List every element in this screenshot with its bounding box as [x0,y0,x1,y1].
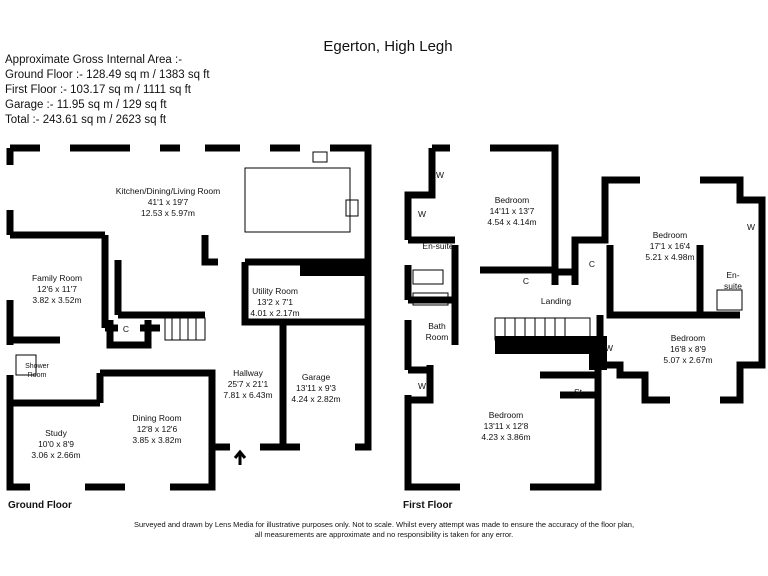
room-shower: Shower Room [25,362,49,380]
room-name: Study [45,428,67,438]
room-imperial: 14'11 x 13'7 [489,206,535,216]
room-imperial: 13'2 x 7'1 [257,297,293,307]
room-imperial: 17'1 x 16'4 [649,241,691,251]
room-name: Shower [25,363,49,370]
area-heading: Approximate Gross Internal Area :- [5,54,183,66]
room-ensuite-1: En-suite [422,241,453,252]
hob-icon [345,199,359,217]
ground-floor-label: Ground Floor [8,500,72,511]
room-cupboard-1: C [589,259,595,270]
sink-icon [312,151,328,163]
room-name: Room [27,372,47,379]
room-imperial: 13'11 x 12'8 [483,421,529,431]
room-landing: Landing [541,296,571,307]
room-metric: 12.53 x 5.97m [141,208,195,218]
room-metric: 4.54 x 4.14m [487,217,537,227]
room-name: suite [724,281,742,291]
stairs-icon [164,317,206,341]
room-bathroom: Bath Room [426,321,449,343]
room-name: En- [726,270,740,280]
room-kitchen: Kitchen/Dining/Living Room 41'1 x 19'7 1… [116,186,220,219]
room-cupboard-2: C [523,276,529,287]
room-metric: 3.85 x 3.82m [132,435,182,445]
room-name: C [588,259,596,269]
entrance-arrow-icon [233,449,247,465]
room-store: St [574,387,582,398]
room-name: Utility Room [252,286,298,296]
room-imperial: 41'1 x 19'7 [147,197,189,207]
ground-floor-fixtures [15,151,359,465]
room-dining: Dining Room 12'8 x 12'6 3.85 x 3.82m [132,413,181,446]
room-name: Family Room [31,273,83,283]
first-floor-label: First Floor [403,500,453,511]
room-name: Bath [428,321,446,331]
room-metric: 3.82 x 3.52m [32,295,82,305]
room-study: Study 10'0 x 8'9 3.06 x 2.66m [31,428,80,461]
bath-icon [412,292,449,306]
wardrobe-label: W [417,381,427,391]
room-imperial: 12'6 x 11'7 [37,284,77,294]
ground-floor-walls [6,144,372,491]
wardrobe-label: W [604,343,614,353]
stairs-icon [494,317,591,341]
room-metric: 5.07 x 2.67m [663,355,713,365]
room-imperial: 25'7 x 21'1 [227,379,269,389]
room-imperial: 13'11 x 9'3 [296,383,336,393]
area-garage: Garage :- 11.95 sq m / 129 sq ft [5,99,167,111]
room-bedroom-2: Bedroom 17'1 x 16'4 5.21 x 4.98m [645,230,694,263]
room-family: Family Room 12'6 x 11'7 3.82 x 3.52m [32,273,82,306]
disclaimer: Surveyed and drawn by Lens Media for ill… [0,520,768,540]
room-metric: 5.21 x 4.98m [645,252,695,262]
room-name: Hallway [233,368,263,378]
room-metric: 7.81 x 6.43m [223,390,273,400]
room-metric: 4.23 x 3.86m [481,432,531,442]
plan-title: Egerton, High Legh [323,38,453,55]
room-bedroom-1: Bedroom 14'11 x 13'7 4.54 x 4.14m [487,195,536,228]
room-ensuite-2: En- suite [724,270,742,292]
room-imperial: 12'8 x 12'6 [136,424,178,434]
shower-icon [15,354,37,376]
room-name: Landing [540,296,572,306]
area-summary: Approximate Gross Internal Area :- Groun… [5,53,210,128]
room-bedroom-4: Bedroom 13'11 x 12'8 4.23 x 3.86m [481,410,530,443]
shower-tray-icon [412,269,444,285]
disclaimer-line-1: Surveyed and drawn by Lens Media for ill… [133,520,635,529]
room-name: C [522,276,530,286]
wardrobe-label: W [746,222,756,232]
disclaimer-line-2: all measurements are approximate and no … [254,530,514,539]
first-floor-fixtures [412,269,743,341]
room-hallway: Hallway 25'7 x 21'1 7.81 x 6.43m [223,368,272,401]
wardrobe-label: W [435,170,445,180]
area-total: Total :- 243.61 sq m / 2623 sq ft [5,114,167,126]
room-bedroom-3: Bedroom 16'8 x 8'9 5.07 x 2.67m [663,333,712,366]
area-ground: Ground Floor :- 128.49 sq m / 1383 sq ft [5,69,210,81]
room-utility: Utility Room 13'2 x 7'1 4.01 x 2.17m [250,286,299,319]
first-floor-walls [404,144,766,491]
room-metric: 4.01 x 2.17m [250,308,300,318]
room-name: Bedroom [652,230,688,240]
shower-tray-icon [716,289,743,311]
wardrobe-label: W [417,209,427,219]
room-name: Garage [301,372,331,382]
room-name: En-suite [422,241,454,251]
room-cupboard: C [123,324,129,335]
room-imperial: 16'8 x 8'9 [670,344,706,354]
area-first: First Floor :- 103.17 sq m / 1111 sq ft [5,84,191,96]
room-name: Bedroom [670,333,706,343]
room-metric: 4.24 x 2.82m [291,394,341,404]
room-name: Bedroom [494,195,530,205]
room-metric: 3.06 x 2.66m [31,450,81,460]
room-name: Bedroom [488,410,524,420]
room-name: Dining Room [132,413,182,423]
room-name: Room [425,332,449,342]
room-name: C [122,324,130,334]
room-name: Kitchen/Dining/Living Room [115,186,221,196]
room-garage: Garage 13'11 x 9'3 4.24 x 2.82m [291,372,340,405]
room-name: St [573,387,583,397]
room-imperial: 10'0 x 8'9 [38,439,74,449]
